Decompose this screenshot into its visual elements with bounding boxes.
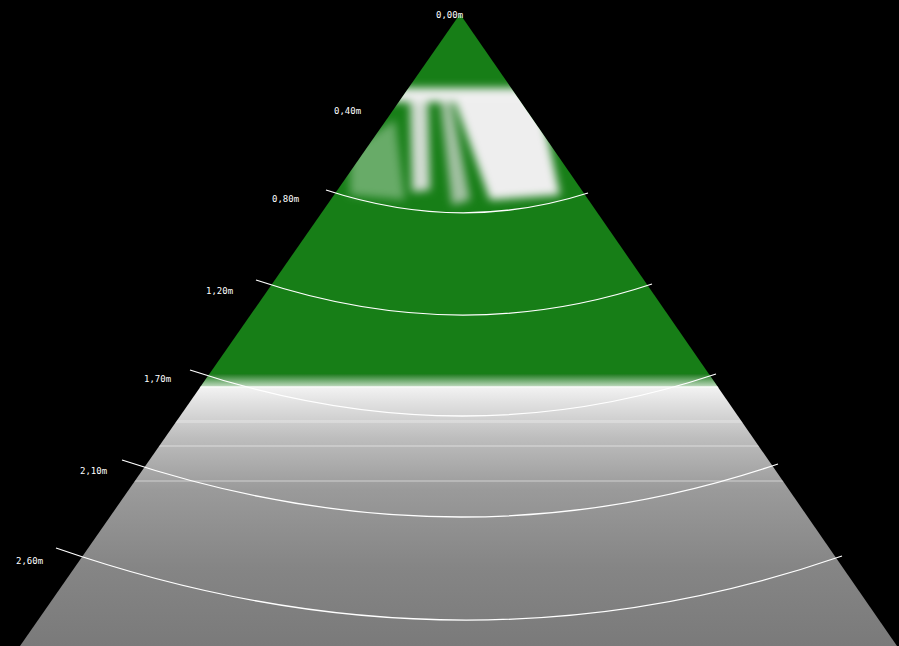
depth-arcs <box>56 190 842 620</box>
echo-patch <box>350 88 600 205</box>
depth-label: 0,00m <box>436 10 463 21</box>
depth-label: 0,40m <box>334 106 361 117</box>
depth-label: 0,80m <box>272 194 299 205</box>
depth-label: 2,60m <box>16 556 43 567</box>
depth-label: 2,10m <box>80 466 107 477</box>
depth-label: 1,20m <box>206 286 233 297</box>
depth-label: 1,70m <box>144 374 171 385</box>
depth-bands <box>0 420 899 482</box>
